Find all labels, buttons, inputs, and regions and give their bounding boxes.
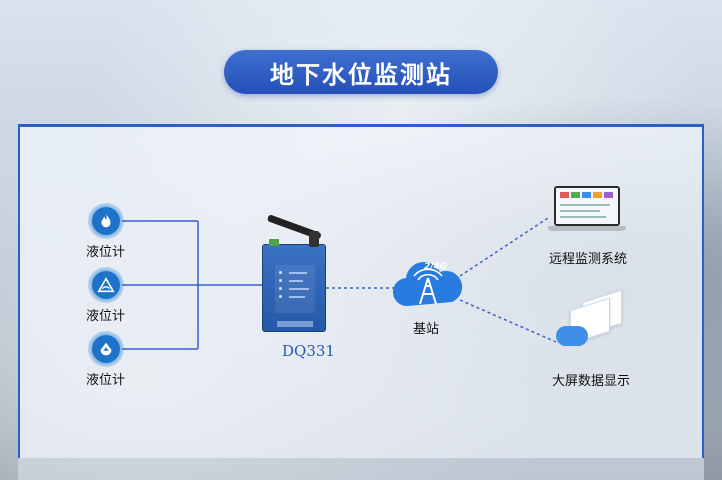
base-station-cloud-icon [392,262,463,307]
signal-label: 2/4G [424,262,448,272]
page-title: 地下水位监测站 [224,50,498,94]
diagram-panel [18,124,704,458]
big-screen-label: 大屏数据显示 [552,374,631,389]
sensor-3-icon [90,333,122,365]
station-remote-link [459,217,549,277]
terminal-plug [269,239,279,246]
sensor-1-icon [90,205,122,237]
dtu-device [262,231,326,332]
sensor-3-label: 液位计 [86,373,126,388]
water-drop-icon [100,342,112,356]
cloud-icon [556,326,588,346]
laptop-icon [548,186,626,234]
triangle-warning-icon [97,277,115,293]
sensor-2-label: 液位计 [86,309,126,324]
station-screen-link [459,299,557,343]
remote-monitoring-label: 远程监测系统 [549,252,628,267]
base-station-label: 基站 [413,322,440,337]
antenna-mount [309,231,319,247]
sensor-1-label: 液位计 [86,245,126,260]
sensor-2-icon [90,269,122,301]
big-screen-icon [556,289,628,352]
device-model-label: DQ331 [282,342,335,360]
panel-footer [18,458,704,480]
flame-icon [101,213,111,228]
